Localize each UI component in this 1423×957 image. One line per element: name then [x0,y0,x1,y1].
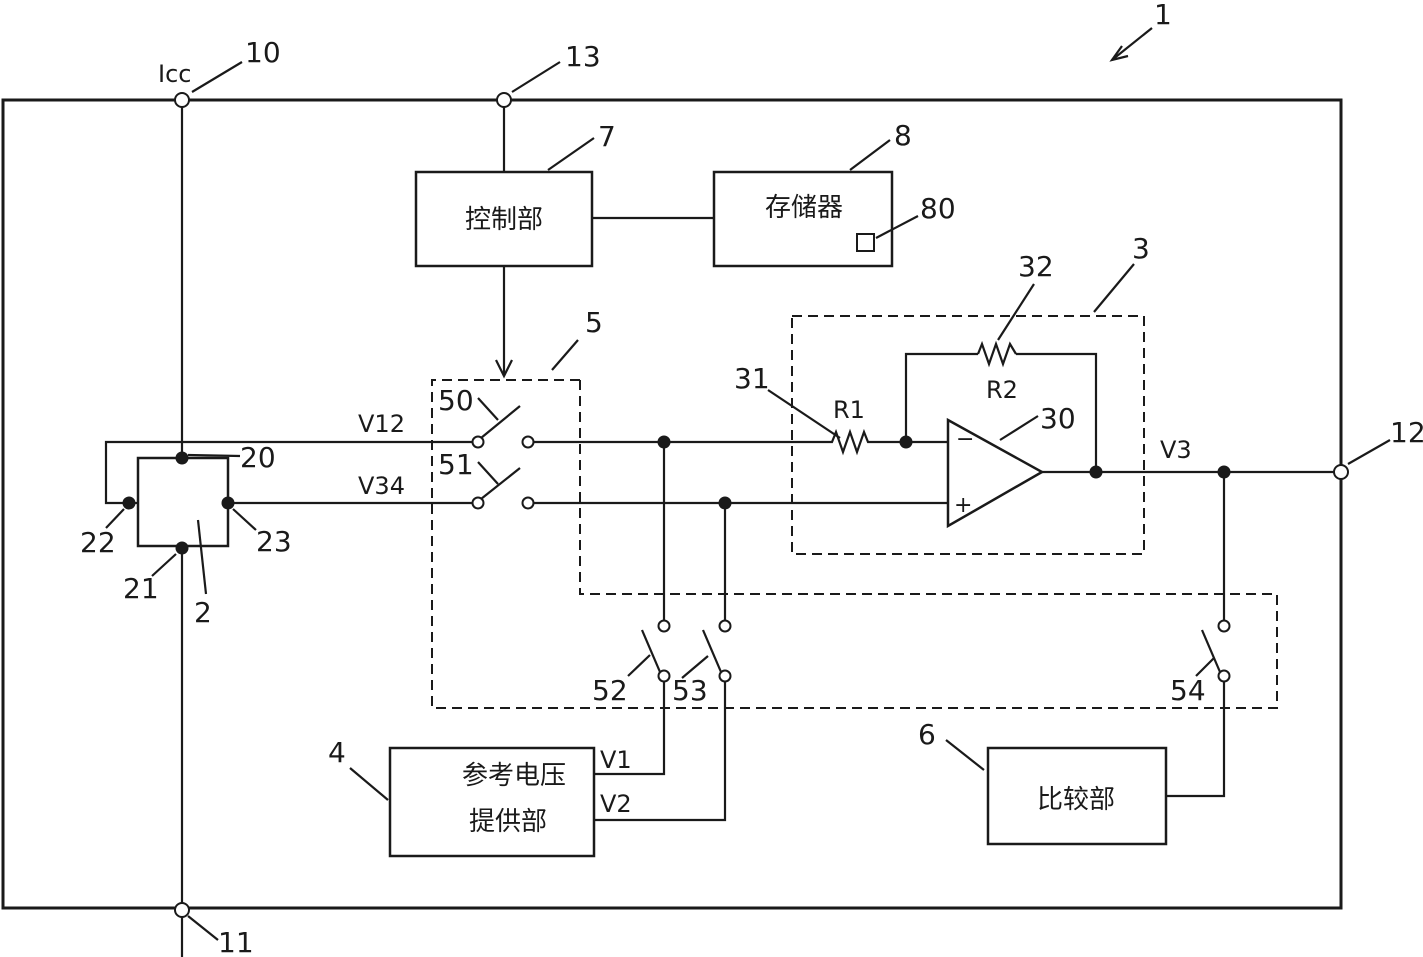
ref-sensor-pin-22: 22 [80,526,116,559]
gnd-terminal [174,902,190,918]
ref-gnd-terminal: 11 [218,926,254,957]
leader-52 [627,654,651,677]
comparator-wire [1166,682,1226,798]
opamp-minus-sign: − [956,427,974,452]
leader-53 [681,655,709,679]
comparator-block [986,746,1168,846]
leader-5 [551,339,579,371]
switch-50 [471,405,535,449]
controller-text: 控制部 [465,205,543,235]
ref-comparator: 6 [918,718,936,751]
ref-device: 1 [1154,0,1172,31]
controller-block [414,170,594,268]
memory-text: 存储器 [765,193,843,223]
v1-wire [594,682,666,776]
v12-label: V12 [358,410,405,438]
feedback-left-wire [904,352,978,442]
feedback-right-wire [1016,352,1098,472]
resistor-r1 [826,428,906,456]
ref-control-terminal: 13 [565,40,601,73]
leader-20 [187,453,241,458]
device-ref-arrow [1109,27,1153,62]
leader-80 [875,215,919,239]
control-terminal [496,92,512,108]
leader-51 [477,461,499,485]
device-frame [1,98,1343,910]
ref-sensor: 2 [194,596,212,629]
leader-12 [1347,439,1391,465]
ref-switch-51: 51 [438,448,474,481]
switch-52 [640,619,671,683]
leader-21 [151,553,177,577]
leader-31 [767,389,841,439]
ref-sensor-pin-23: 23 [256,525,292,558]
v1-label: V1 [600,746,632,774]
leader-32 [997,283,1035,341]
leader-8 [849,139,891,171]
leader-3 [1093,263,1135,313]
sensor-pin-21 [175,541,189,555]
switch-unit-outline [431,379,1278,709]
ref-memory: 8 [894,119,912,152]
switch-54 [1200,619,1231,683]
ref-sensor-pin-20: 20 [240,441,276,474]
v34-label: V34 [358,472,405,500]
switch-51 [471,467,535,510]
ref-resistor-r1: 31 [734,362,770,395]
ref-supply-block [388,746,596,858]
ref-output-terminal: 12 [1390,416,1423,449]
memory-cell [856,233,875,252]
v2-wire [594,682,727,822]
leader-11 [187,915,219,941]
r1-label: R1 [833,396,865,424]
sensor-block [136,456,230,548]
comparator-text: 比较部 [1037,785,1115,815]
leader-13 [511,61,561,93]
ref-ref-supply: 4 [328,736,346,769]
leader-10 [191,61,243,93]
opamp-30 [946,417,1045,529]
leader-6 [945,739,985,771]
sensor-pin-20 [175,451,189,465]
ref-switch-54: 54 [1170,674,1206,707]
control-arrow-head [495,359,513,379]
leader-23 [232,508,257,531]
leader-22 [105,508,125,529]
leader-2 [196,519,208,595]
ref-supply-text-2: 提供部 [469,807,547,837]
ref-opamp: 30 [1040,402,1076,435]
resistor-r2 [976,340,1017,368]
node-opamp-output [1089,465,1103,479]
ref-switch-unit: 5 [585,306,603,339]
r2-label: R2 [986,376,1018,404]
switch-53 [701,619,732,683]
leader-7 [547,137,595,171]
leader-30 [999,415,1039,441]
v2-label: V2 [600,790,632,818]
ref-controller: 7 [598,120,616,153]
v12-wire [104,440,478,505]
icc-label: Icc [158,60,191,88]
ref-vcc-terminal: 10 [245,36,281,69]
ref-resistor-r2: 32 [1018,250,1054,283]
ref-switch-53: 53 [672,674,708,707]
opamp-plus-sign: + [954,493,972,518]
leader-50 [477,397,499,421]
ref-sensor-pin-21: 21 [123,572,159,605]
output-terminal [1333,464,1349,480]
ref-supply-text-1: 参考电压 [462,761,566,791]
ref-switch-52: 52 [592,674,628,707]
leader-4 [349,767,389,801]
ref-switch-50: 50 [438,384,474,417]
amplifier-outline [791,315,1145,555]
leader-54 [1195,657,1215,677]
vcc-terminal [174,92,190,108]
ref-amplifier: 3 [1132,232,1150,265]
ref-memory-cell: 80 [920,192,956,225]
v3-label: V3 [1160,436,1192,464]
